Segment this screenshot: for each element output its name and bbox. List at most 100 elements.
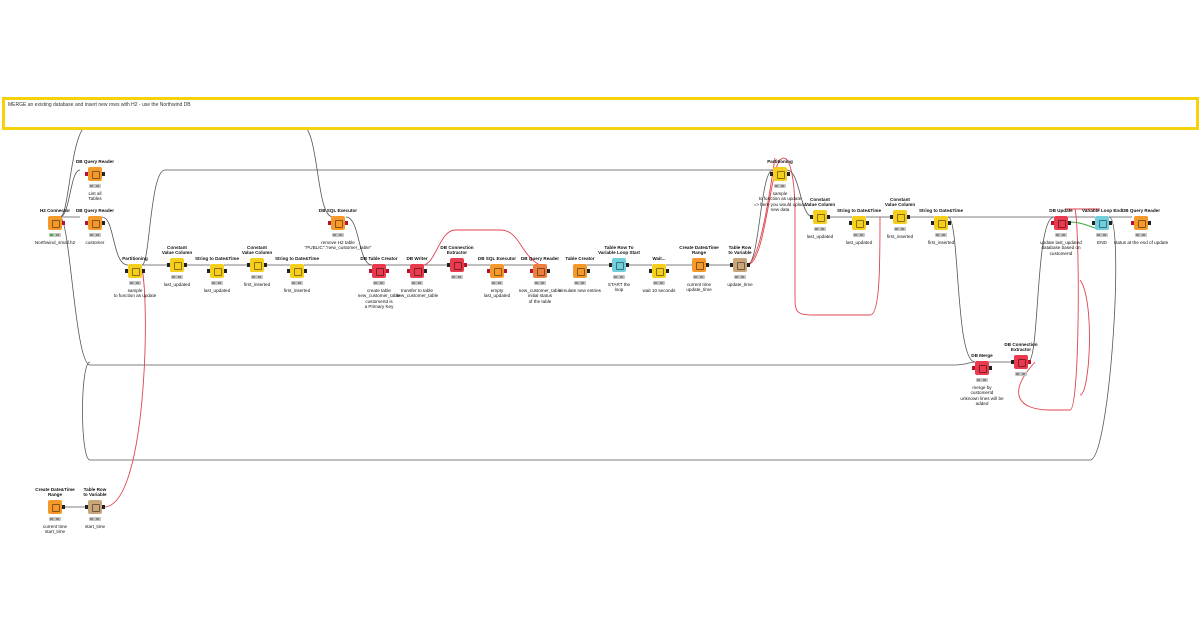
loop-end-icon[interactable] bbox=[1095, 216, 1109, 230]
input-port[interactable] bbox=[407, 269, 410, 273]
input-port[interactable] bbox=[487, 269, 490, 273]
input-port[interactable] bbox=[649, 269, 652, 273]
input-port[interactable] bbox=[369, 269, 372, 273]
input-port[interactable] bbox=[530, 269, 533, 273]
partition-icon[interactable] bbox=[128, 264, 142, 278]
output-port[interactable] bbox=[62, 505, 65, 509]
output-port[interactable] bbox=[706, 263, 709, 267]
output-port[interactable] bbox=[626, 263, 629, 267]
output-port[interactable] bbox=[907, 215, 910, 219]
node-label[interactable]: new_customer_table initial status of the… bbox=[518, 288, 562, 304]
input-port[interactable] bbox=[972, 366, 975, 370]
input-port[interactable] bbox=[287, 269, 290, 273]
output-port[interactable] bbox=[142, 269, 145, 273]
node-label[interactable]: first_inserted bbox=[283, 288, 311, 293]
query-icon[interactable] bbox=[533, 264, 547, 278]
node-label[interactable]: wait 10 seconds bbox=[642, 288, 676, 293]
node-label[interactable]: update last_updated database based on cu… bbox=[1040, 240, 1082, 256]
output-port[interactable] bbox=[464, 263, 467, 267]
node-label[interactable]: simulate new entries bbox=[559, 288, 601, 293]
output-port[interactable] bbox=[1068, 221, 1071, 225]
partition-icon[interactable] bbox=[773, 167, 787, 181]
variable-icon[interactable] bbox=[88, 500, 102, 514]
output-port[interactable] bbox=[345, 221, 348, 225]
connection-icon[interactable] bbox=[1014, 355, 1028, 369]
output-port[interactable] bbox=[424, 269, 427, 273]
node-label[interactable]: sample to function as update bbox=[113, 288, 157, 299]
node-label[interactable]: last_updated bbox=[203, 288, 231, 293]
output-port[interactable] bbox=[264, 263, 267, 267]
db-writer-icon[interactable] bbox=[410, 264, 424, 278]
clock-icon[interactable] bbox=[652, 264, 666, 278]
node-label[interactable]: END bbox=[1097, 240, 1107, 245]
output-port[interactable] bbox=[827, 215, 830, 219]
node-label[interactable]: update_time bbox=[727, 282, 753, 287]
input-port[interactable] bbox=[770, 172, 773, 176]
loop-start-icon[interactable] bbox=[612, 258, 626, 272]
node-label[interactable]: first_inserted bbox=[886, 234, 914, 239]
table-create-icon[interactable] bbox=[372, 264, 386, 278]
node-label[interactable]: merge by customerId unknown lines will b… bbox=[960, 385, 1004, 407]
input-port[interactable] bbox=[849, 221, 852, 225]
output-port[interactable] bbox=[1109, 221, 1112, 225]
input-port[interactable] bbox=[85, 221, 88, 225]
node-label[interactable]: customer bbox=[85, 240, 105, 245]
output-port[interactable] bbox=[989, 366, 992, 370]
input-port[interactable] bbox=[730, 263, 733, 267]
output-port[interactable] bbox=[504, 269, 507, 273]
output-port[interactable] bbox=[386, 269, 389, 273]
node-label[interactable]: List all Tables bbox=[88, 191, 102, 202]
node-label[interactable]: last_updated bbox=[845, 240, 873, 245]
datetime-icon[interactable] bbox=[290, 264, 304, 278]
column-icon[interactable] bbox=[893, 210, 907, 224]
datetime-icon[interactable] bbox=[210, 264, 224, 278]
node-label[interactable]: sample to function as update => here you… bbox=[753, 191, 807, 213]
node-label[interactable]: start_time bbox=[84, 524, 106, 529]
input-port[interactable] bbox=[85, 172, 88, 176]
output-port[interactable] bbox=[102, 505, 105, 509]
column-icon[interactable] bbox=[250, 258, 264, 272]
node-cex1[interactable]: DB Connection Extractor bbox=[427, 245, 487, 315]
output-port[interactable] bbox=[666, 269, 669, 273]
node-label[interactable]: status at the end of update bbox=[1113, 240, 1169, 245]
input-port[interactable] bbox=[125, 269, 128, 273]
node-wait1[interactable]: Wait...wait 10 seconds bbox=[629, 256, 689, 326]
node-label[interactable]: last_updated bbox=[806, 234, 834, 239]
node-label[interactable]: remove H2 table "PUBLIC"."new_customer_t… bbox=[304, 240, 372, 251]
sql-icon[interactable] bbox=[331, 216, 345, 230]
workflow-annotation[interactable]: MERGE an existing database and insert ne… bbox=[2, 97, 1199, 130]
input-port[interactable] bbox=[931, 221, 934, 225]
input-port[interactable] bbox=[1051, 221, 1054, 225]
input-port[interactable] bbox=[207, 269, 210, 273]
input-port[interactable] bbox=[447, 263, 450, 267]
output-port[interactable] bbox=[1148, 221, 1151, 225]
node-label[interactable]: Northwind_small.h2 bbox=[34, 240, 76, 245]
input-port[interactable] bbox=[890, 215, 893, 219]
node-label[interactable]: START the loop bbox=[607, 282, 631, 293]
input-port[interactable] bbox=[85, 505, 88, 509]
input-port[interactable] bbox=[1092, 221, 1095, 225]
node-label[interactable]: first_inserted bbox=[243, 282, 271, 287]
input-port[interactable] bbox=[609, 263, 612, 267]
output-port[interactable] bbox=[866, 221, 869, 225]
node-label[interactable]: current time start_time bbox=[42, 524, 68, 535]
